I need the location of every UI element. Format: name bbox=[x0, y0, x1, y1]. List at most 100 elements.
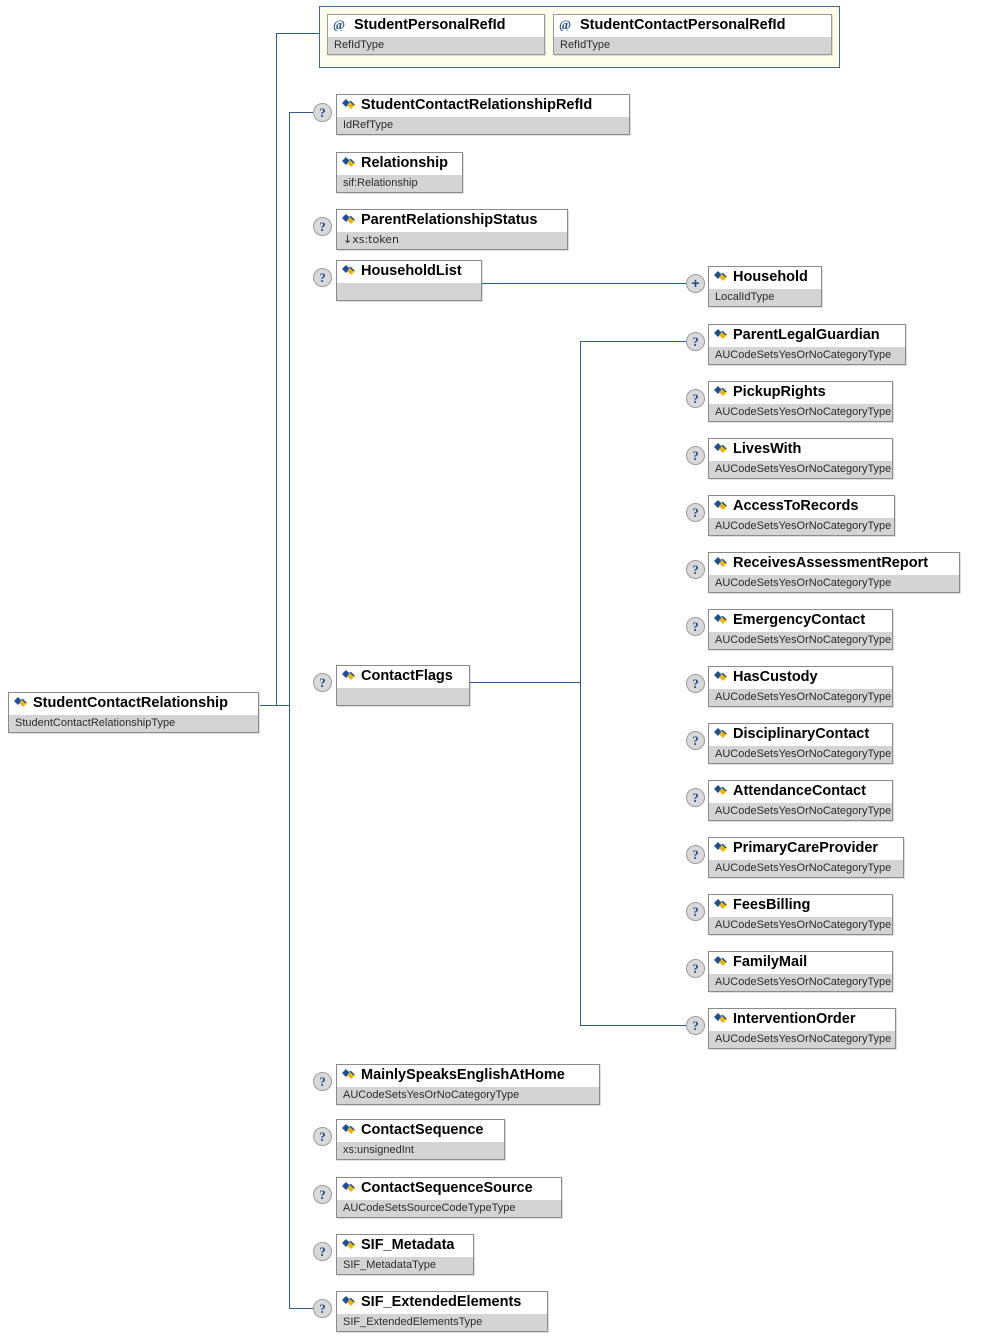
element-name-label: Household bbox=[709, 267, 821, 288]
occurrence-badge-optional[interactable]: ? bbox=[313, 268, 332, 287]
node-sif-extendedelements[interactable]: SIF_ExtendedElements SIF_ExtendedElement… bbox=[336, 1291, 548, 1332]
occurrence-badge-optional[interactable]: ? bbox=[686, 503, 705, 522]
element-icon bbox=[714, 613, 728, 625]
element-icon bbox=[714, 270, 728, 282]
element-icon bbox=[714, 841, 728, 853]
node-familymail[interactable]: FamilyMail AUCodeSetsYesOrNoCategoryType bbox=[708, 951, 893, 992]
occurrence-badge-optional[interactable]: ? bbox=[686, 1016, 705, 1035]
occurrence-badge-optional[interactable]: ? bbox=[686, 674, 705, 693]
node-liveswith[interactable]: LivesWith AUCodeSetsYesOrNoCategoryType bbox=[708, 438, 893, 479]
node-parentlegalguardian[interactable]: ParentLegalGuardian AUCodeSetsYesOrNoCat… bbox=[708, 324, 906, 365]
element-type-label: AUCodeSetsYesOrNoCategoryType bbox=[709, 688, 892, 706]
node-pickuprights[interactable]: PickupRights AUCodeSetsYesOrNoCategoryTy… bbox=[708, 381, 893, 422]
element-name-label: ParentRelationshipStatus bbox=[337, 210, 567, 231]
connector-attribute-stub bbox=[276, 33, 320, 34]
occurrence-badge-optional[interactable]: ? bbox=[686, 959, 705, 978]
node-hascustody[interactable]: HasCustody AUCodeSetsYesOrNoCategoryType bbox=[708, 666, 893, 707]
element-type-label bbox=[337, 282, 481, 300]
connector-contactflags-trunk bbox=[580, 341, 581, 1026]
node-accesstorecords[interactable]: AccessToRecords AUCodeSetsYesOrNoCategor… bbox=[708, 495, 895, 536]
element-type-label: LocalIdType bbox=[709, 288, 821, 306]
occurrence-badge-optional[interactable]: ? bbox=[313, 673, 332, 692]
element-name-label: ContactFlags bbox=[337, 666, 469, 687]
element-icon bbox=[714, 727, 728, 739]
element-name-label: InterventionOrder bbox=[709, 1009, 895, 1030]
element-icon bbox=[714, 955, 728, 967]
element-icon bbox=[14, 696, 28, 708]
node-interventionorder[interactable]: InterventionOrder AUCodeSetsYesOrNoCateg… bbox=[708, 1008, 896, 1049]
node-household[interactable]: Household LocalIdType bbox=[708, 266, 822, 307]
element-name-label: MainlySpeaksEnglishAtHome bbox=[337, 1065, 599, 1086]
element-icon bbox=[714, 1012, 728, 1024]
occurrence-badge-optional[interactable]: ? bbox=[313, 1299, 332, 1318]
attribute-node-studentpersonalrefid[interactable]: @ StudentPersonalRefId RefIdType bbox=[327, 14, 545, 55]
node-mainlyspeaksenglishathome[interactable]: MainlySpeaksEnglishAtHome AUCodeSetsYesO… bbox=[336, 1064, 600, 1105]
occurrence-badge-optional[interactable]: ? bbox=[686, 617, 705, 636]
element-icon bbox=[342, 156, 356, 168]
node-householdlist[interactable]: HouseholdList bbox=[336, 260, 482, 301]
node-contactsequencesource[interactable]: ContactSequenceSource AUCodeSetsSourceCo… bbox=[336, 1177, 562, 1218]
root-type-label: StudentContactRelationshipType bbox=[9, 714, 258, 732]
occurrence-badge-optional[interactable]: ? bbox=[686, 332, 705, 351]
occurrence-badge-optional[interactable]: ? bbox=[313, 1072, 332, 1091]
element-type-label: SIF_ExtendedElementsType bbox=[337, 1313, 547, 1331]
occurrence-badge-optional[interactable]: ? bbox=[686, 560, 705, 579]
node-contactflags[interactable]: ContactFlags bbox=[336, 665, 470, 706]
occurrence-badge-optional[interactable]: ? bbox=[313, 1242, 332, 1261]
node-emergencycontact[interactable]: EmergencyContact AUCodeSetsYesOrNoCatego… bbox=[708, 609, 893, 650]
attribute-name-label: @ StudentContactPersonalRefId bbox=[554, 15, 831, 36]
node-studentcontactrelationshiprefid[interactable]: StudentContactRelationshipRefId IdRefTyp… bbox=[336, 94, 630, 135]
occurrence-badge-optional[interactable]: ? bbox=[313, 1185, 332, 1204]
attribute-icon: @ bbox=[333, 18, 347, 31]
element-name-label: HouseholdList bbox=[337, 261, 481, 282]
node-receivesassessmentreport[interactable]: ReceivesAssessmentReport AUCodeSetsYesOr… bbox=[708, 552, 960, 593]
connector-householdlist-household bbox=[482, 283, 686, 284]
element-icon bbox=[342, 1123, 356, 1135]
element-type-label: AUCodeSetsYesOrNoCategoryType bbox=[709, 346, 905, 364]
node-disciplinarycontact[interactable]: DisciplinaryContact AUCodeSetsYesOrNoCat… bbox=[708, 723, 893, 764]
element-type-label: ↓xs:token bbox=[337, 231, 567, 249]
element-type-label: AUCodeSetsYesOrNoCategoryType bbox=[709, 631, 892, 649]
element-name-label: StudentContactRelationshipRefId bbox=[337, 95, 629, 116]
element-icon bbox=[714, 898, 728, 910]
occurrence-badge-optional[interactable]: ? bbox=[686, 902, 705, 921]
element-icon bbox=[714, 385, 728, 397]
element-type-label: xs:unsignedInt bbox=[337, 1141, 504, 1159]
element-name-label: Relationship bbox=[337, 153, 462, 174]
node-parentrelationshipstatus[interactable]: ParentRelationshipStatus ↓xs:token bbox=[336, 209, 568, 250]
attribute-node-studentcontactpersonalrefid[interactable]: @ StudentContactPersonalRefId RefIdType bbox=[553, 14, 832, 55]
node-feesbilling[interactable]: FeesBilling AUCodeSetsYesOrNoCategoryTyp… bbox=[708, 894, 893, 935]
occurrence-badge-optional[interactable]: ? bbox=[313, 217, 332, 236]
occurrence-badge-optional[interactable]: ? bbox=[686, 788, 705, 807]
root-name-label: StudentContactRelationship bbox=[9, 693, 258, 714]
element-name-label: FeesBilling bbox=[709, 895, 892, 916]
element-name-label: AttendanceContact bbox=[709, 781, 892, 802]
element-type-label: AUCodeSetsYesOrNoCategoryType bbox=[709, 802, 892, 820]
element-icon bbox=[342, 264, 356, 276]
element-icon bbox=[342, 213, 356, 225]
expand-badge-household[interactable]: + bbox=[686, 274, 705, 293]
node-sif-metadata[interactable]: SIF_Metadata SIF_MetadataType bbox=[336, 1234, 474, 1275]
element-icon bbox=[714, 328, 728, 340]
occurrence-badge-optional[interactable]: ? bbox=[686, 731, 705, 750]
root-node-studentcontactrelationship[interactable]: StudentContactRelationship StudentContac… bbox=[8, 692, 259, 733]
element-name-label: PickupRights bbox=[709, 382, 892, 403]
node-relationship[interactable]: Relationship sif:Relationship bbox=[336, 152, 463, 193]
connector-contactflags-stub bbox=[470, 682, 581, 683]
element-name-label: SIF_Metadata bbox=[337, 1235, 473, 1256]
element-type-label: AUCodeSetsYesOrNoCategoryType bbox=[709, 403, 892, 421]
occurrence-badge-optional[interactable]: ? bbox=[686, 389, 705, 408]
connector-stub-interventionorder bbox=[580, 1025, 686, 1026]
node-contactsequence[interactable]: ContactSequence xs:unsignedInt bbox=[336, 1119, 505, 1160]
occurrence-badge-optional[interactable]: ? bbox=[686, 845, 705, 864]
occurrence-badge-optional[interactable]: ? bbox=[313, 103, 332, 122]
node-attendancecontact[interactable]: AttendanceContact AUCodeSetsYesOrNoCateg… bbox=[708, 780, 893, 821]
occurrence-badge-optional[interactable]: ? bbox=[313, 1127, 332, 1146]
occurrence-badge-optional[interactable]: ? bbox=[686, 446, 705, 465]
attribute-icon: @ bbox=[559, 18, 573, 31]
element-icon bbox=[714, 670, 728, 682]
element-name-label: ReceivesAssessmentReport bbox=[709, 553, 959, 574]
connector-stub-parentlegalguardian bbox=[580, 341, 686, 342]
node-primarycareprovider[interactable]: PrimaryCareProvider AUCodeSetsYesOrNoCat… bbox=[708, 837, 904, 878]
element-type-label: AUCodeSetsYesOrNoCategoryType bbox=[337, 1086, 599, 1104]
